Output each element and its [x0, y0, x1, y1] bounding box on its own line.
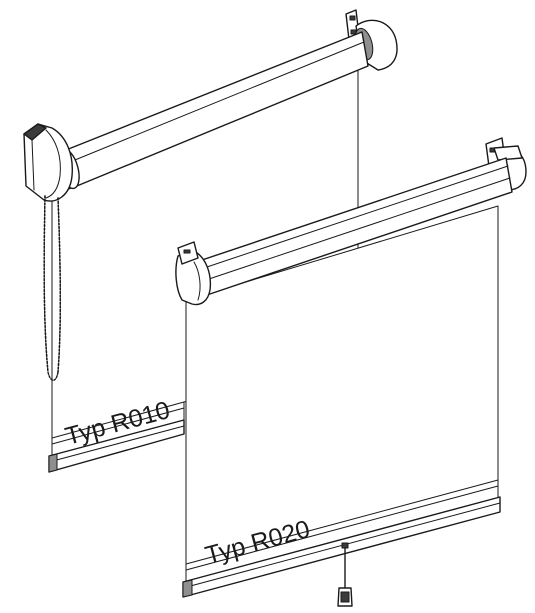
blind-r020: Typ R020 [175, 137, 527, 607]
blind-r010-bead-chain [43, 195, 62, 381]
blind-r010-chain-housing [23, 123, 73, 202]
blind-r020-pull-cord [337, 542, 353, 607]
